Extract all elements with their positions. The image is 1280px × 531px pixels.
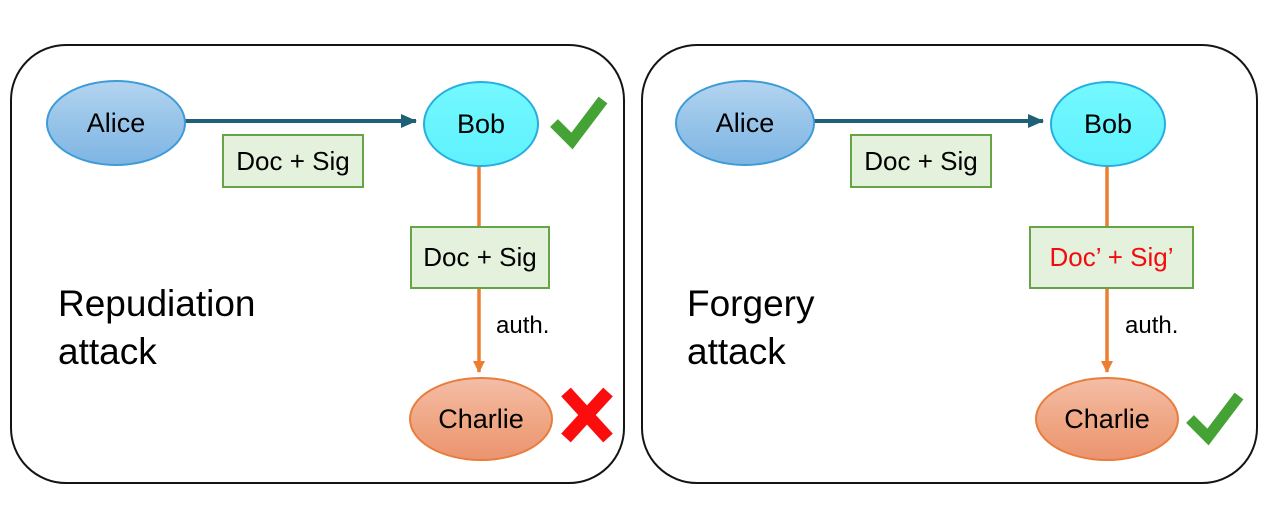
node-bob: Bob: [423, 81, 539, 167]
panel-title-line1: Forgery: [687, 283, 815, 324]
forged-message-text: Doc’ + Sig’: [1049, 242, 1174, 272]
node-charlie-label: Charlie: [1064, 403, 1150, 434]
node-charlie: Charlie: [409, 377, 553, 461]
node-alice-label: Alice: [715, 107, 775, 138]
node-alice: Alice: [675, 80, 815, 166]
message-box-doc-sig: Doc + Sig: [222, 134, 364, 188]
check-icon: [1186, 392, 1244, 446]
panel-title-line2: attack: [58, 331, 157, 372]
auth-edge-label: auth.: [1125, 312, 1179, 339]
message-text: Doc + Sig: [423, 242, 537, 272]
node-charlie: Charlie: [1035, 377, 1179, 461]
panel-title: Repudiation attack: [58, 280, 255, 376]
message-box-doc-sig: Doc + Sig: [850, 134, 992, 188]
auth-edge-label: auth.: [496, 312, 550, 339]
panel-forgery-attack: Alice Doc + Sig Bob Doc’ + Sig’ auth. Ch…: [641, 44, 1258, 484]
panel-repudiation-attack: Alice Doc + Sig Bob Doc + Sig auth. Char…: [10, 44, 625, 484]
check-icon: [550, 96, 608, 150]
message-box-doc-sig-forwarded: Doc + Sig: [410, 226, 550, 289]
panel-title-line1: Repudiation: [58, 283, 256, 324]
message-box-forged-doc-sig: Doc’ + Sig’: [1029, 226, 1194, 289]
message-text: Doc + Sig: [864, 145, 978, 176]
node-bob-label: Bob: [456, 108, 506, 139]
panel-title-line2: attack: [687, 331, 786, 372]
node-alice: Alice: [46, 80, 186, 166]
message-text: Doc + Sig: [236, 145, 350, 176]
node-bob: Bob: [1050, 81, 1166, 167]
node-bob-label: Bob: [1083, 108, 1133, 139]
node-alice-label: Alice: [86, 107, 146, 138]
node-charlie-label: Charlie: [438, 403, 524, 434]
cross-icon: [561, 387, 613, 443]
panel-title: Forgery attack: [687, 280, 814, 376]
